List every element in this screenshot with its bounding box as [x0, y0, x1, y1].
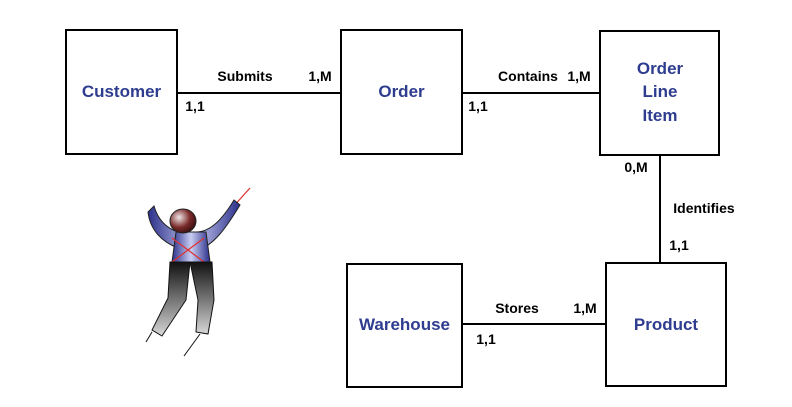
entity-order-line-item[interactable]: Order Line Item — [599, 30, 720, 156]
entity-order-line-item-label-1: Order — [637, 59, 684, 78]
entity-product[interactable]: Product — [605, 262, 727, 387]
rel-stores-card-right: 1,M — [573, 300, 596, 316]
rel-contains-label: Contains — [498, 68, 558, 84]
stick-figure-clipart — [145, 187, 251, 357]
rel-submits-card-right: 1,M — [308, 68, 331, 84]
rel-stores-card-left: 1,1 — [476, 331, 496, 347]
rel-contains-card-right: 1,M — [567, 68, 590, 84]
entity-order-line-item-label-3: Item — [643, 106, 678, 125]
rel-identifies-card-bottom: 1,1 — [669, 237, 689, 253]
rel-stores-label: Stores — [495, 300, 539, 316]
entity-order-line-item-label-2: Line — [643, 82, 678, 101]
entity-customer-label: Customer — [82, 82, 162, 101]
entity-order[interactable]: Order — [340, 29, 463, 155]
rel-submits-card-left: 1,1 — [185, 98, 205, 114]
entity-customer[interactable]: Customer — [65, 29, 178, 155]
entity-order-label: Order — [378, 82, 425, 101]
entity-warehouse[interactable]: Warehouse — [346, 263, 463, 388]
entity-warehouse-label: Warehouse — [359, 315, 450, 334]
entity-product-label: Product — [634, 315, 699, 334]
rel-identifies-label: Identifies — [673, 200, 735, 216]
rel-identifies-card-top: 0,M — [624, 159, 647, 175]
rel-contains-card-left: 1,1 — [468, 98, 488, 114]
rel-submits-label: Submits — [217, 68, 272, 84]
